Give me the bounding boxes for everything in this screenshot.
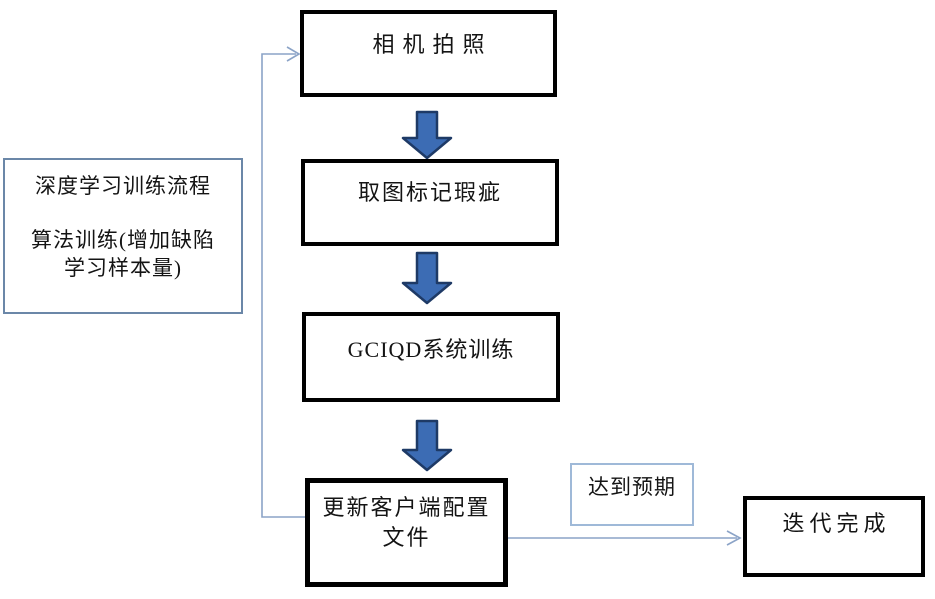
- node-label: GCIQD系统训练: [347, 337, 515, 362]
- node-label-line-1: 更新客户端配置: [322, 495, 491, 520]
- side-note-line-2: 算法训练(增加缺陷: [31, 228, 215, 252]
- node-label: 相机拍照: [372, 32, 493, 57]
- side-note-line-3: 学习样本量): [64, 256, 182, 280]
- node-mark-defects: 取图标记瑕疵: [301, 159, 559, 246]
- node-label-line-2: 文件: [382, 525, 431, 550]
- node-iteration-complete: 迭代完成: [743, 496, 925, 577]
- done-connector-arrowhead-icon: [726, 530, 742, 546]
- down-block-arrow-icon-2: [401, 251, 453, 305]
- node-label: 迭代完成: [782, 511, 891, 536]
- node-gciqd-training: GCIQD系统训练: [302, 312, 560, 402]
- node-label: 取图标记瑕疵: [357, 180, 502, 205]
- side-note-line-1: 深度学习训练流程: [35, 174, 211, 198]
- down-block-arrow-icon-3: [401, 419, 453, 472]
- loop-connector-arrowhead-icon: [286, 46, 301, 62]
- loop-connector-line: [261, 53, 305, 518]
- node-update-client-config: 更新客户端配置 文件: [305, 478, 508, 587]
- side-note-box: 深度学习训练流程 算法训练(增加缺陷 学习样本量): [3, 158, 243, 314]
- down-block-arrow-icon-1: [401, 110, 453, 160]
- node-camera-capture: 相机拍照: [300, 10, 557, 97]
- edge-label-text: 达到预期: [588, 475, 676, 499]
- edge-label-expectation-met: 达到预期: [570, 463, 694, 526]
